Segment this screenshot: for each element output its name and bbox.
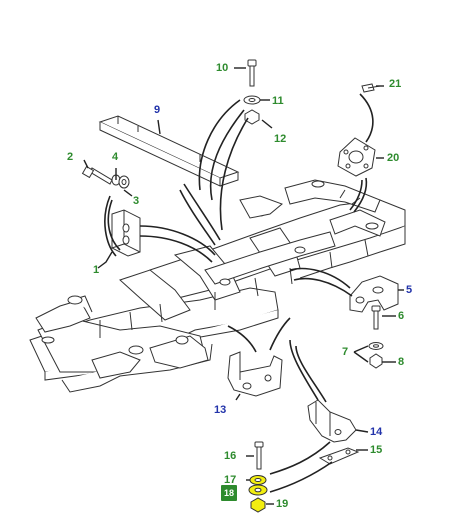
callout-21: 21: [389, 78, 402, 90]
part-2-bolt: [81, 165, 113, 185]
assembly-sweep-lines: [104, 93, 374, 493]
callout-14: 14: [370, 426, 383, 438]
callout-20: 20: [387, 152, 400, 164]
leader-lines: [83, 67, 404, 505]
callout-11: 11: [272, 95, 284, 107]
callout-3: 3: [133, 195, 140, 207]
callout-4: 4: [112, 151, 119, 163]
part-5-6-7-8-bracket-set: [349, 275, 399, 369]
callout-19: 19: [276, 498, 289, 510]
callout-2: 2: [67, 151, 74, 163]
part-reference-icon[interactable]: 18: [221, 485, 237, 501]
callout-15: 15: [370, 444, 383, 456]
callout-5: 5: [406, 284, 413, 296]
part-10-11-12-fasteners: [243, 59, 261, 125]
part-1-mounting-bracket: [111, 209, 141, 257]
callout-1: 1: [93, 264, 100, 276]
callout-8: 8: [398, 356, 405, 368]
part-16-19-fastener-stack: [248, 441, 268, 513]
callout-17: 17: [224, 474, 237, 486]
part-13-bracket: [227, 351, 283, 397]
callout-16: 16: [224, 450, 237, 462]
part-9-crossbar: [98, 115, 240, 187]
callout-13: 13: [214, 404, 227, 416]
part-20-21-mount-plate: [337, 83, 381, 177]
callout-6: 6: [398, 310, 405, 322]
callout-12: 12: [274, 133, 287, 145]
part-14-15-rear-bracket: [307, 399, 360, 465]
chassis-frame: [29, 179, 406, 393]
callout-9: 9: [154, 104, 161, 116]
callout-7: 7: [342, 346, 349, 358]
callout-10: 10: [216, 62, 229, 74]
part-3-4-washer-nut: [111, 174, 130, 189]
